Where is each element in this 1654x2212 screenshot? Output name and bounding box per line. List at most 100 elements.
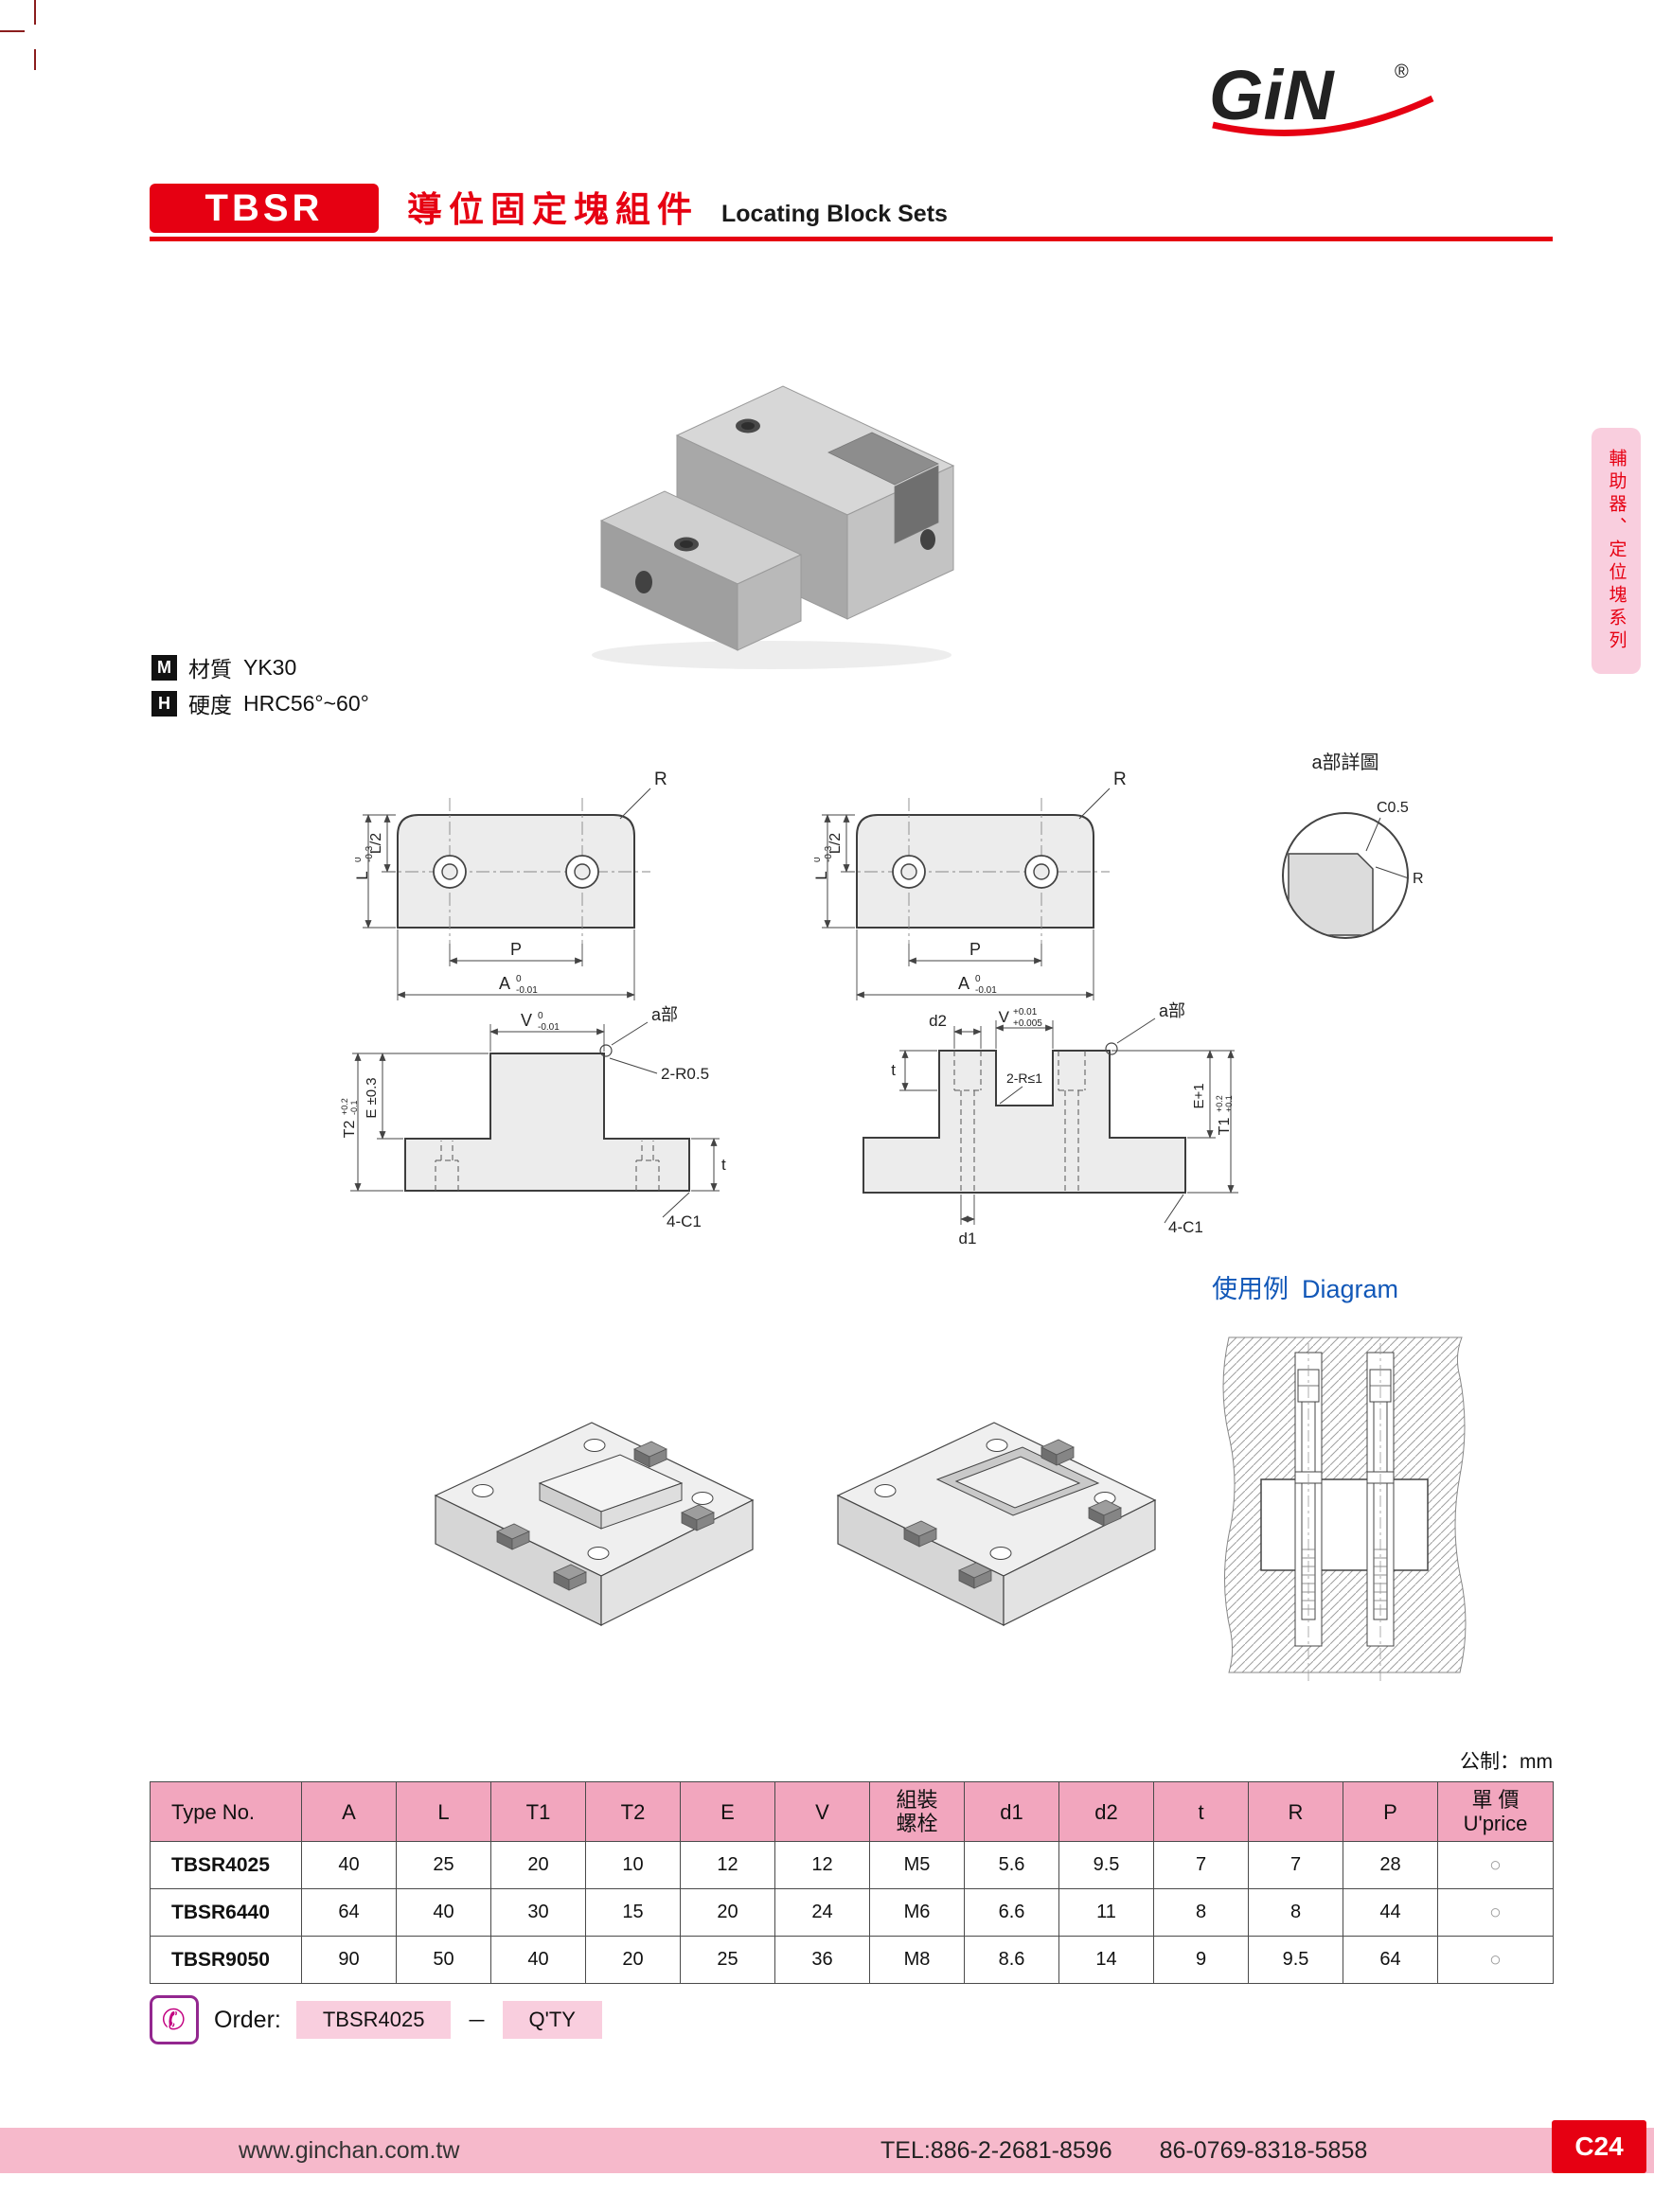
brand-logo: GiN ® <box>1198 44 1453 152</box>
dim-a-tol-bot: -0.01 <box>516 985 538 996</box>
a-part-callout: a部 <box>1159 1001 1185 1020</box>
dim-v2-tol-top: +0.01 <box>1013 1007 1038 1018</box>
dim-r-label: R <box>1113 770 1127 789</box>
cell-value: M6 <box>869 1888 965 1937</box>
cell-value: 12 <box>680 1841 775 1889</box>
table-row: TBSR4025 40 25 20 10 12 12 M5 5.6 9.5 7 … <box>150 1841 1554 1889</box>
cell-price: ○ <box>1437 1936 1554 1984</box>
col-header-bolt: 組裝 螺栓 <box>869 1781 965 1842</box>
dim-l-label: L <box>355 871 371 879</box>
dim-v2-label: V <box>999 1008 1010 1026</box>
cell-value: 36 <box>774 1936 870 1984</box>
cell-price: ○ <box>1437 1841 1554 1889</box>
order-row: ✆ Order: TBSR4025 － Q'TY <box>150 1995 602 2044</box>
cell-value: 50 <box>396 1936 491 1984</box>
dim-a-label: A <box>958 974 969 993</box>
dim-a-tol-bot: -0.01 <box>975 985 997 996</box>
col-header-price: 單 價 U'price <box>1437 1781 1554 1842</box>
title-rule <box>150 237 1553 241</box>
slot-radius-callout: 2-R≤1 <box>1006 1071 1042 1086</box>
detail-r-label: R <box>1413 871 1424 887</box>
dim-a-tol-top: 0 <box>975 974 981 984</box>
cell-value: 6.6 <box>964 1888 1059 1937</box>
col-header-t1: T1 <box>490 1781 586 1842</box>
dim-d1-label: d1 <box>959 1230 977 1248</box>
col-header-e: E <box>680 1781 775 1842</box>
dim-p-label: P <box>510 940 522 959</box>
cell-type-no: TBSR9050 <box>150 1936 302 1984</box>
cell-value: 64 <box>1343 1936 1438 1984</box>
cell-value: 12 <box>774 1841 870 1889</box>
section-view-left: V 0 -0.01 a部 2-R0.5 E ±0.3 T2 +0.2 -0.1 <box>340 1005 726 1230</box>
col-header-type-no: Type No. <box>150 1781 302 1842</box>
col-header-a: A <box>301 1781 397 1842</box>
chamfer-callout: 4-C1 <box>1168 1218 1203 1236</box>
hardness-value: HRC56°~60° <box>243 690 369 716</box>
order-qty-box: Q'TY <box>502 2001 602 2039</box>
cell-value: 40 <box>490 1936 586 1984</box>
cell-value: 20 <box>585 1936 681 1984</box>
dim-t2-tol-top: +0.2 <box>340 1098 349 1115</box>
crop-mark <box>34 0 36 25</box>
col-header-p: P <box>1343 1781 1438 1842</box>
logo-text: GiN <box>1209 56 1335 134</box>
col-header-l: L <box>396 1781 491 1842</box>
dim-l2-label: L/2 <box>368 833 384 854</box>
dim-l-tol-bot: -0.3 <box>824 845 834 862</box>
gin-logo-icon: GiN ® <box>1209 56 1434 136</box>
cell-value: 5.6 <box>964 1841 1059 1889</box>
cell-value: 8.6 <box>964 1936 1059 1984</box>
cell-value: 14 <box>1058 1936 1154 1984</box>
col-header-price-line1: 單 價 <box>1471 1788 1520 1812</box>
price-circle: ○ <box>1489 1853 1502 1876</box>
cell-price: ○ <box>1437 1888 1554 1937</box>
crop-mark <box>0 30 25 32</box>
cell-value: 9.5 <box>1248 1936 1343 1984</box>
product-photo-render <box>592 385 955 669</box>
top-view-drawing-left: R L/2 L 0 -0.3 P A 0 -0.01 <box>353 770 667 1000</box>
cell-value: 8 <box>1248 1888 1343 1937</box>
cell-value: M5 <box>869 1841 965 1889</box>
col-header-v: V <box>774 1781 870 1842</box>
col-header-d1: d1 <box>964 1781 1059 1842</box>
cell-value: 40 <box>396 1888 491 1937</box>
usage-label-en: Diagram <box>1302 1275 1399 1303</box>
detail-title: a部詳圖 <box>1311 752 1378 773</box>
page-number-badge: C24 <box>1552 2120 1646 2173</box>
chamfer-callout: 4-C1 <box>667 1212 702 1230</box>
cell-value: 7 <box>1153 1841 1249 1889</box>
cell-value: 20 <box>680 1888 775 1937</box>
usage-diagram-plate-2 <box>836 1422 1157 1626</box>
dim-v1-tol-top: 0 <box>538 1011 543 1021</box>
page-title-en: Locating Block Sets <box>721 201 948 227</box>
dim-t-label: t <box>891 1061 896 1079</box>
spec-material: M 材質 YK30 <box>151 651 296 683</box>
spec-table: Type No. A L T1 T2 E V 組裝 螺栓 d1 d2 t R P… <box>150 1781 1554 1984</box>
hardness-label: 硬度 <box>188 693 232 717</box>
col-header-t: t <box>1153 1781 1249 1842</box>
cell-value: 25 <box>680 1936 775 1984</box>
cell-value: 10 <box>585 1841 681 1889</box>
logo-registered-mark: ® <box>1395 62 1409 82</box>
product-photo <box>525 284 999 677</box>
cell-value: 28 <box>1343 1841 1438 1889</box>
cell-value: 90 <box>301 1936 397 1984</box>
order-dash: － <box>466 2009 488 2033</box>
detail-c05-label: C0.5 <box>1377 800 1409 816</box>
cell-value: 25 <box>396 1841 491 1889</box>
usage-label-zh: 使用例 <box>1212 1275 1289 1303</box>
dim-v2-tol-bot: +0.005 <box>1013 1018 1042 1029</box>
a-part-callout: a部 <box>651 1005 678 1024</box>
unit-note: 公制：mm <box>1460 1751 1553 1773</box>
cell-value: M8 <box>869 1936 965 1984</box>
phone-icon: ✆ <box>159 2002 189 2038</box>
cell-value: 24 <box>774 1888 870 1937</box>
dim-t1-tol-bot: +0.1 <box>1224 1095 1234 1112</box>
usage-diagram-plate-1 <box>434 1422 755 1626</box>
cell-value: 30 <box>490 1888 586 1937</box>
footer-telephone: TEL:886-2-2681-8596 86-0769-8318-5858 <box>880 2128 1367 2173</box>
dim-t2-tol-bot: -0.1 <box>349 1100 359 1115</box>
material-badge: M <box>151 654 177 681</box>
order-label: Order: <box>214 2006 281 2033</box>
